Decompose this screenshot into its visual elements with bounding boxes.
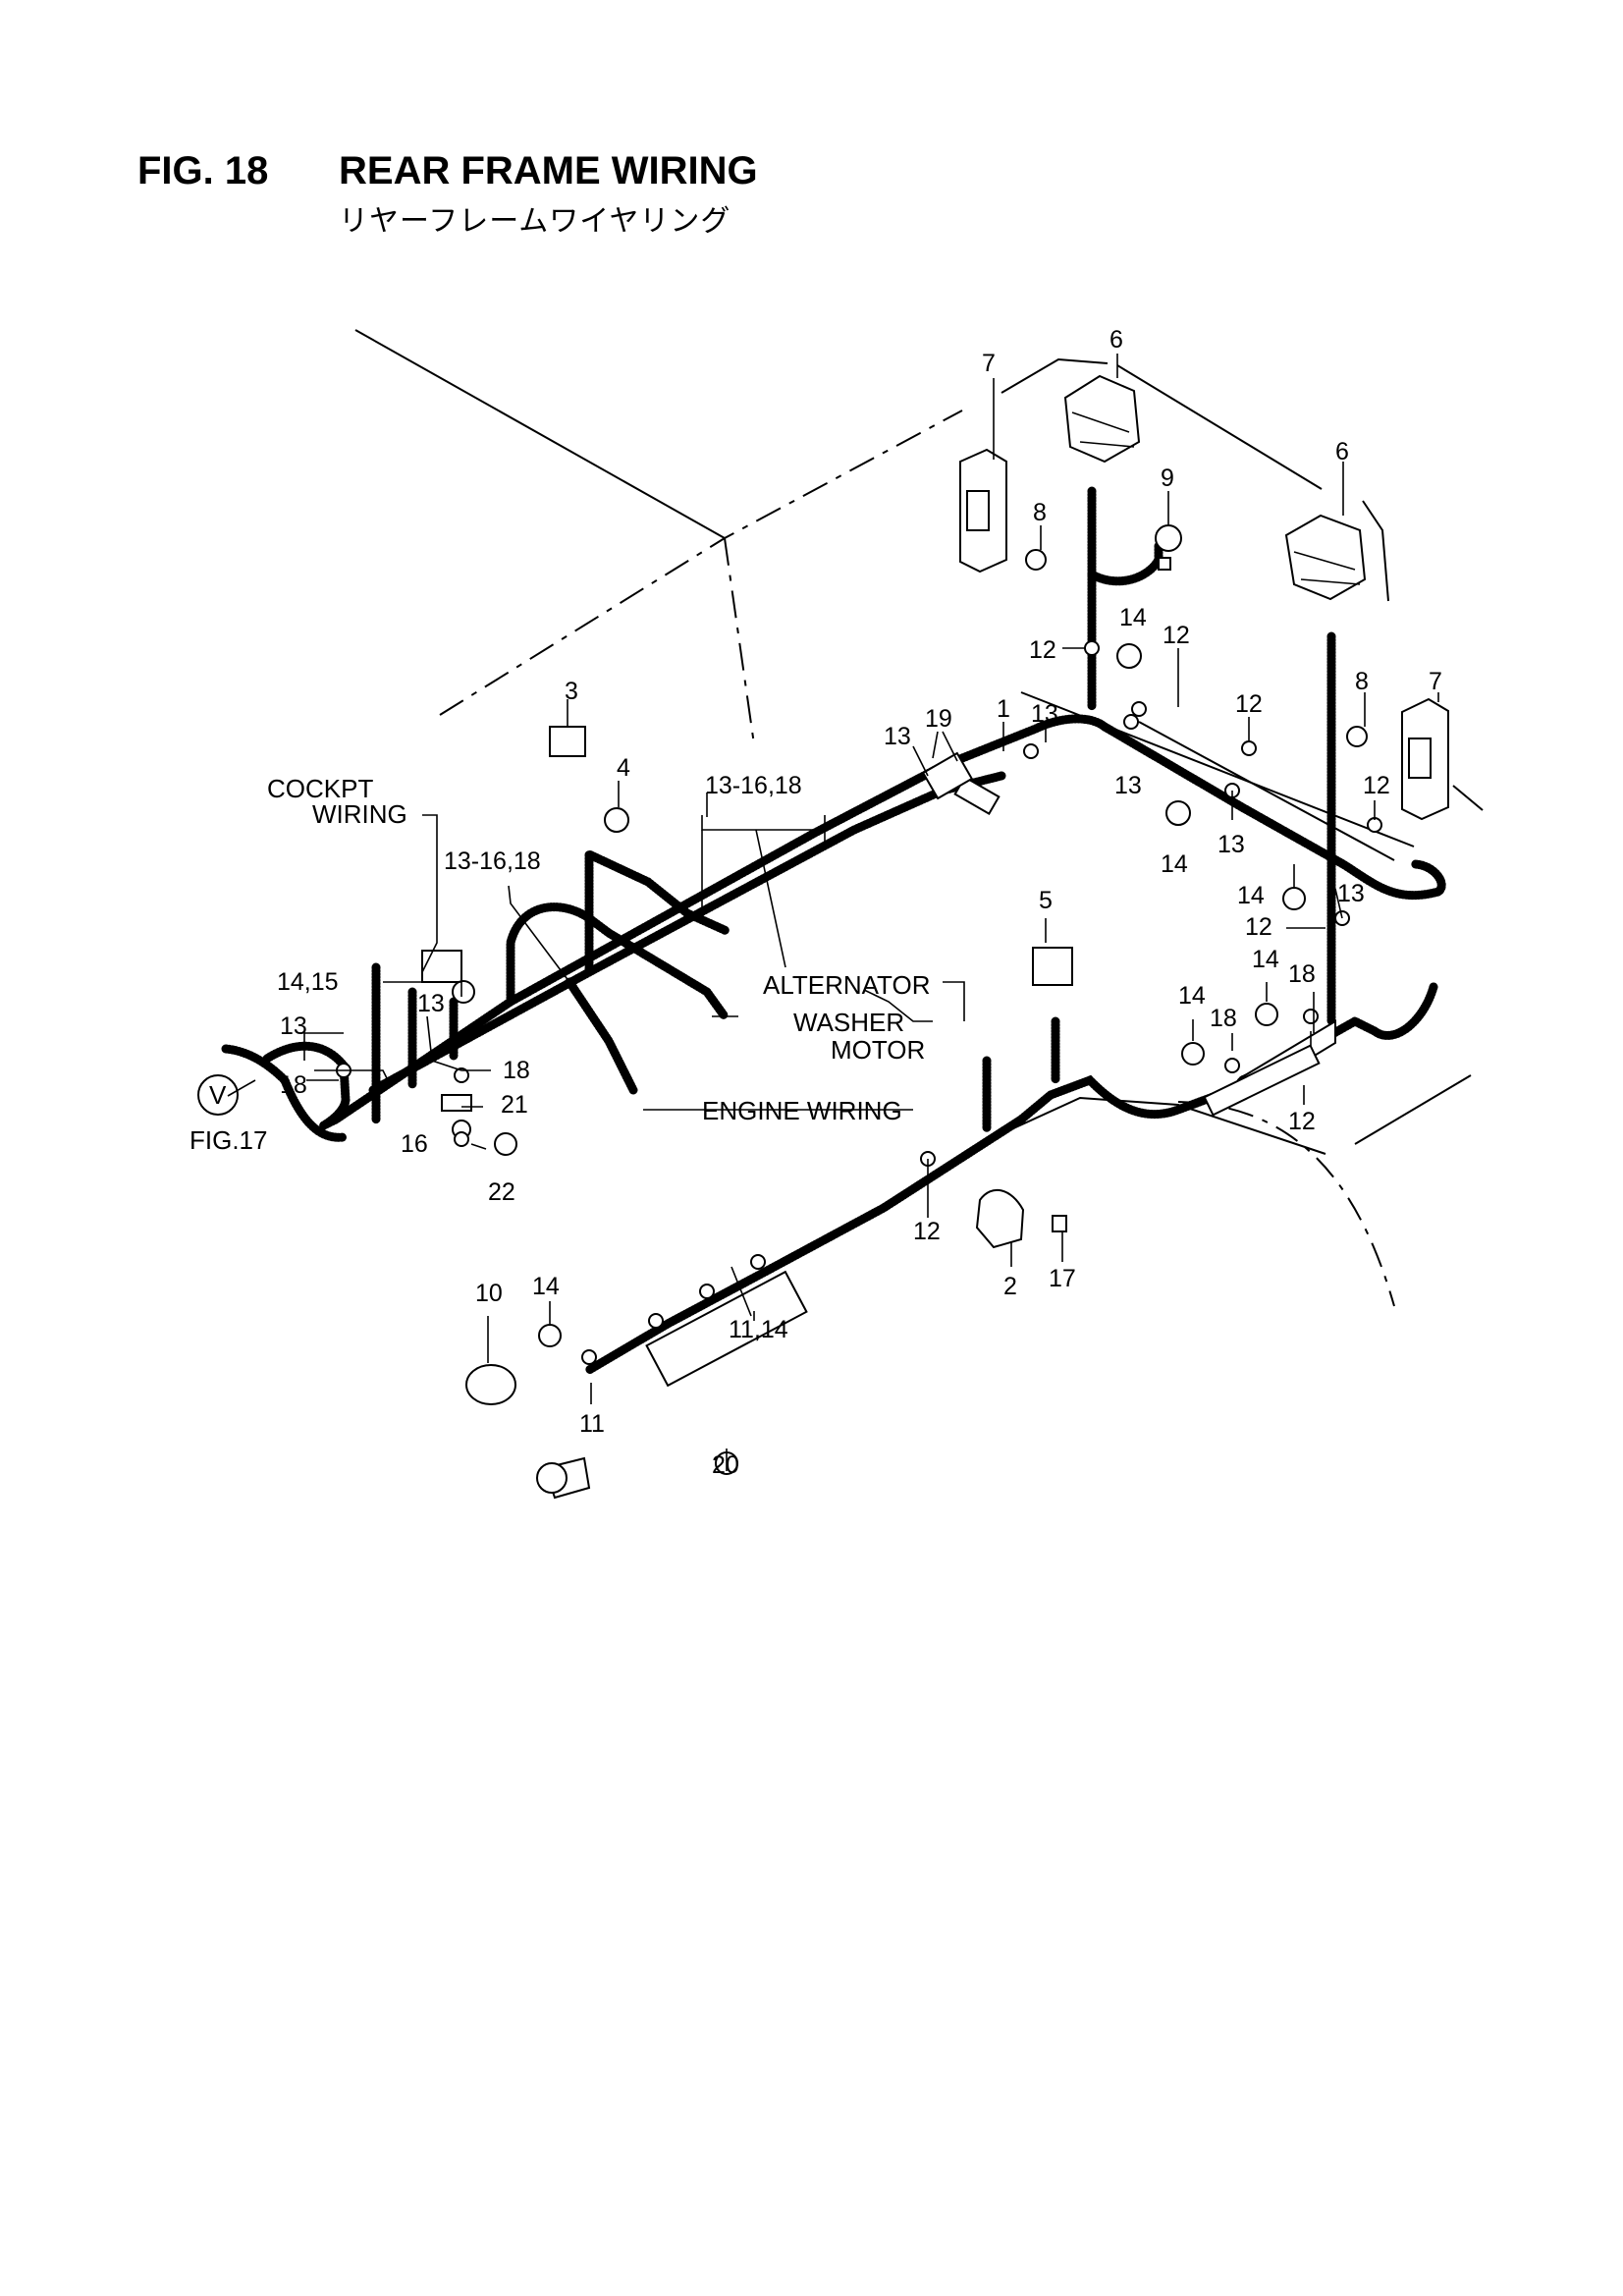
frame-outline (354, 329, 1484, 1307)
label-circle-v: V (209, 1080, 227, 1110)
callout-8: 8 (1355, 668, 1369, 695)
callout-13-16-18: 13-16,18 (705, 772, 802, 799)
callout-1: 1 (997, 695, 1010, 723)
callout-2: 2 (1003, 1273, 1017, 1300)
label-motor: MOTOR (831, 1035, 925, 1065)
label-alternator: ALTERNATOR (763, 970, 930, 1000)
callout-18: 18 (503, 1057, 530, 1084)
lamp-6a (1063, 374, 1141, 464)
callout-6: 6 (1109, 326, 1123, 354)
callout-16: 16 (401, 1130, 428, 1158)
callout-14-15: 14,15 (277, 968, 339, 996)
label-fig17: FIG.17 (189, 1125, 267, 1155)
callout-14: 14 (532, 1273, 560, 1300)
callout-14: 14 (1161, 850, 1188, 878)
fig17-reference-circle (197, 1074, 239, 1116)
label-engine-wiring: ENGINE WIRING (702, 1096, 902, 1125)
label-washer: WASHER (793, 1008, 904, 1037)
callout-20: 20 (712, 1451, 739, 1479)
callout-13-16-18: 13-16,18 (444, 847, 541, 875)
callout-22: 22 (488, 1178, 515, 1206)
callout-12: 12 (1029, 636, 1056, 664)
callout-11-14: 11,14 (729, 1316, 788, 1343)
callout-14: 14 (1119, 604, 1147, 631)
callout-14: 14 (1252, 946, 1279, 973)
figure-subtitle: リヤーフレームワイヤリング (339, 205, 731, 238)
callout-12: 12 (1288, 1108, 1316, 1135)
callout-12: 12 (1235, 690, 1263, 718)
callout-6: 6 (1335, 438, 1349, 465)
callout-13: 13 (1031, 700, 1058, 728)
callout-13: 13 (884, 723, 911, 750)
callout-21: 21 (501, 1091, 528, 1119)
callout-13: 13 (280, 1012, 307, 1040)
callout-17: 17 (1049, 1265, 1076, 1292)
lamp-6b (1284, 514, 1367, 601)
lamp-7a (959, 448, 1007, 574)
label-cockpit: COCKPT (267, 774, 373, 803)
callout-5: 5 (1039, 887, 1053, 914)
callout-7: 7 (982, 350, 996, 377)
callout-19: 19 (925, 705, 952, 733)
callout-3: 3 (565, 678, 578, 705)
callout-12: 12 (913, 1218, 941, 1245)
callout-13: 13 (1217, 831, 1245, 858)
callout-7: 7 (1429, 668, 1442, 695)
callout-18: 18 (280, 1071, 307, 1099)
callout-12: 12 (1245, 913, 1272, 941)
callout-13: 13 (417, 990, 445, 1017)
lamp-7b (1401, 697, 1449, 821)
leader-lines (227, 354, 1439, 1471)
callout-10: 10 (475, 1280, 503, 1307)
callout-18: 18 (1288, 960, 1316, 988)
callout-9: 9 (1161, 465, 1174, 492)
callout-11: 11 (579, 1410, 605, 1438)
callout-14: 14 (1178, 982, 1206, 1010)
callout-4: 4 (617, 754, 630, 782)
callout-12: 12 (1163, 622, 1190, 649)
callout-12: 12 (1363, 772, 1390, 799)
callout-8: 8 (1033, 499, 1047, 526)
callout-14: 14 (1237, 882, 1265, 909)
callout-18: 18 (1210, 1005, 1237, 1032)
callout-13: 13 (1114, 772, 1142, 799)
callout-13: 13 (1337, 880, 1365, 907)
label-wiring: WIRING (312, 799, 407, 829)
figure-number: FIG. 18 (137, 149, 269, 192)
figure-title: REAR FRAME WIRING (339, 149, 758, 192)
